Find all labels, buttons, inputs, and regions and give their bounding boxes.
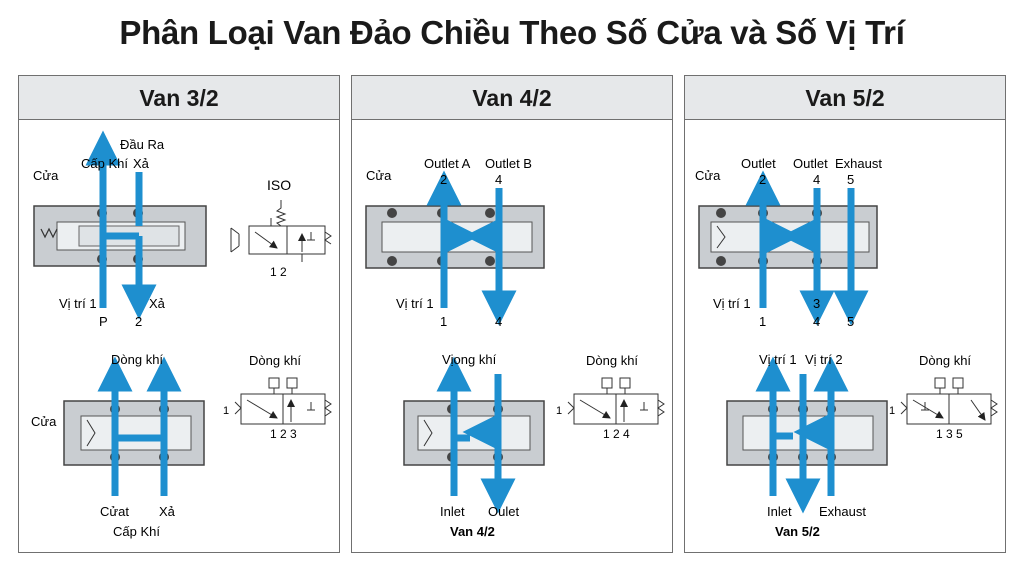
label-flow: Dòng khí bbox=[111, 352, 163, 367]
van-4-2-diagram: Cửa Outlet A Outlet B 2 4 Vị trí 1 1 4 V… bbox=[365, 156, 665, 539]
panel-van-4-2: Van 4/2 Cửa Outlet A Outlet B 2 4 bbox=[351, 75, 673, 553]
panel-van-5-2: Van 5/2 Cửa Outlet Outlet E bbox=[684, 75, 1006, 553]
symbol-bottom bbox=[567, 377, 665, 425]
label-port-bottom: Cửa bbox=[31, 414, 57, 429]
symbol-left-num: 1 bbox=[223, 405, 229, 417]
symbol-flow-label: Dòng khí bbox=[919, 353, 971, 368]
symbol-flow-label: Dòng khí bbox=[249, 353, 301, 368]
label-outlet-a: Outlet A bbox=[424, 156, 471, 171]
num-top-1: 2 bbox=[759, 172, 766, 187]
num-bottom-3: 5 bbox=[847, 314, 854, 329]
label-position-1: Vị trí 1 bbox=[396, 296, 434, 311]
caption: Van 5/2 bbox=[775, 524, 820, 539]
symbol-flow-label: Dòng khí bbox=[586, 353, 638, 368]
iso-symbol-top bbox=[230, 200, 332, 262]
label-inlet: Cửat bbox=[100, 504, 129, 519]
label-iso: ISO bbox=[267, 177, 291, 193]
label-port-2: 2 bbox=[135, 314, 142, 329]
label-position-2: Vị trí 2 bbox=[805, 352, 843, 367]
label-port-p: P bbox=[99, 314, 108, 329]
label-exhaust-top: Xả bbox=[133, 156, 150, 171]
num-top-2: 4 bbox=[813, 172, 820, 187]
label-position-1: Vị trí 1 bbox=[713, 296, 751, 311]
symbol-ports: 1 3 5 bbox=[936, 427, 963, 441]
label-exhaust-bottom: Exhaust bbox=[819, 504, 866, 519]
caption: Van 4/2 bbox=[450, 524, 495, 539]
label-position-1: Vị trí 1 bbox=[759, 352, 797, 367]
flow-arrows-top bbox=[85, 130, 157, 320]
symbol-ports: 1 2 3 bbox=[270, 427, 297, 441]
label-position-1: Vị trí 1 bbox=[59, 296, 97, 311]
num-port-a: 2 bbox=[440, 172, 447, 187]
label-port: Cửa bbox=[695, 168, 721, 183]
num-port-b: 4 bbox=[495, 172, 502, 187]
symbol-left-num: 1 bbox=[889, 405, 895, 417]
valve-body-bottom bbox=[726, 400, 888, 466]
panel-heading: Van 4/2 bbox=[352, 76, 672, 120]
flow-arrows-bottom bbox=[97, 356, 182, 496]
symbol-bottom bbox=[900, 377, 998, 425]
flow-arrows-bottom bbox=[436, 356, 516, 514]
label-supply-bottom: Cấp Khí bbox=[113, 524, 160, 539]
flow-arrows-bottom bbox=[755, 356, 849, 514]
label-outlet-1: Outlet bbox=[741, 156, 776, 171]
label-port: Cửa bbox=[33, 168, 59, 183]
symbol-bottom bbox=[234, 377, 332, 425]
panel-heading: Van 3/2 bbox=[19, 76, 339, 120]
num-bottom-2: 4 bbox=[495, 314, 502, 329]
flow-arrows-top bbox=[745, 170, 869, 326]
label-port: Cửa bbox=[366, 168, 392, 183]
symbol-ports: 1 2 4 bbox=[603, 427, 630, 441]
num-top-3: 5 bbox=[847, 172, 854, 187]
symbol-left-num: 1 bbox=[556, 405, 562, 417]
label-exhaust: Exhaust bbox=[835, 156, 882, 171]
valve-body-bottom bbox=[63, 400, 205, 466]
label-outlet: Đầu Ra bbox=[120, 137, 165, 152]
label-supply: Cấp Khí bbox=[81, 156, 128, 171]
panel-heading: Van 5/2 bbox=[685, 76, 1005, 120]
num-bottom-2b: 4 bbox=[813, 314, 820, 329]
num-bottom-2a: 3 bbox=[813, 296, 820, 311]
flow-arrows-top bbox=[426, 170, 517, 326]
label-outlet-b: Outlet B bbox=[485, 156, 532, 171]
num-bottom-1: 1 bbox=[440, 314, 447, 329]
label-inlet: Inlet bbox=[440, 504, 465, 519]
num-bottom-1: 1 bbox=[759, 314, 766, 329]
label-outlet-2: Outlet bbox=[793, 156, 828, 171]
label-inlet: Inlet bbox=[767, 504, 792, 519]
valve-body-bottom bbox=[403, 400, 545, 466]
van-3-2-diagram: Cửa Cấp Khí Đầu Ra Xả Vị trí 1 Xả P 2 IS… bbox=[31, 130, 332, 539]
panel-van-3-2: Van 3/2 Cửa Cấp Khí Đầu Ra Xả bbox=[18, 75, 340, 553]
label-exhaust-bottom: Xả bbox=[149, 296, 166, 311]
label-outlet: Oulet bbox=[488, 504, 519, 519]
label-flow: Vịong khí bbox=[442, 352, 497, 367]
label-exhaust: Xả bbox=[159, 504, 176, 519]
van-5-2-diagram: Cửa Outlet Outlet Exhaust 2 4 5 Vị trí 1… bbox=[695, 156, 998, 539]
page-title: Phân Loại Van Đảo Chiều Theo Số Cửa và S… bbox=[119, 14, 905, 51]
iso-ports: 1 2 bbox=[270, 265, 287, 279]
